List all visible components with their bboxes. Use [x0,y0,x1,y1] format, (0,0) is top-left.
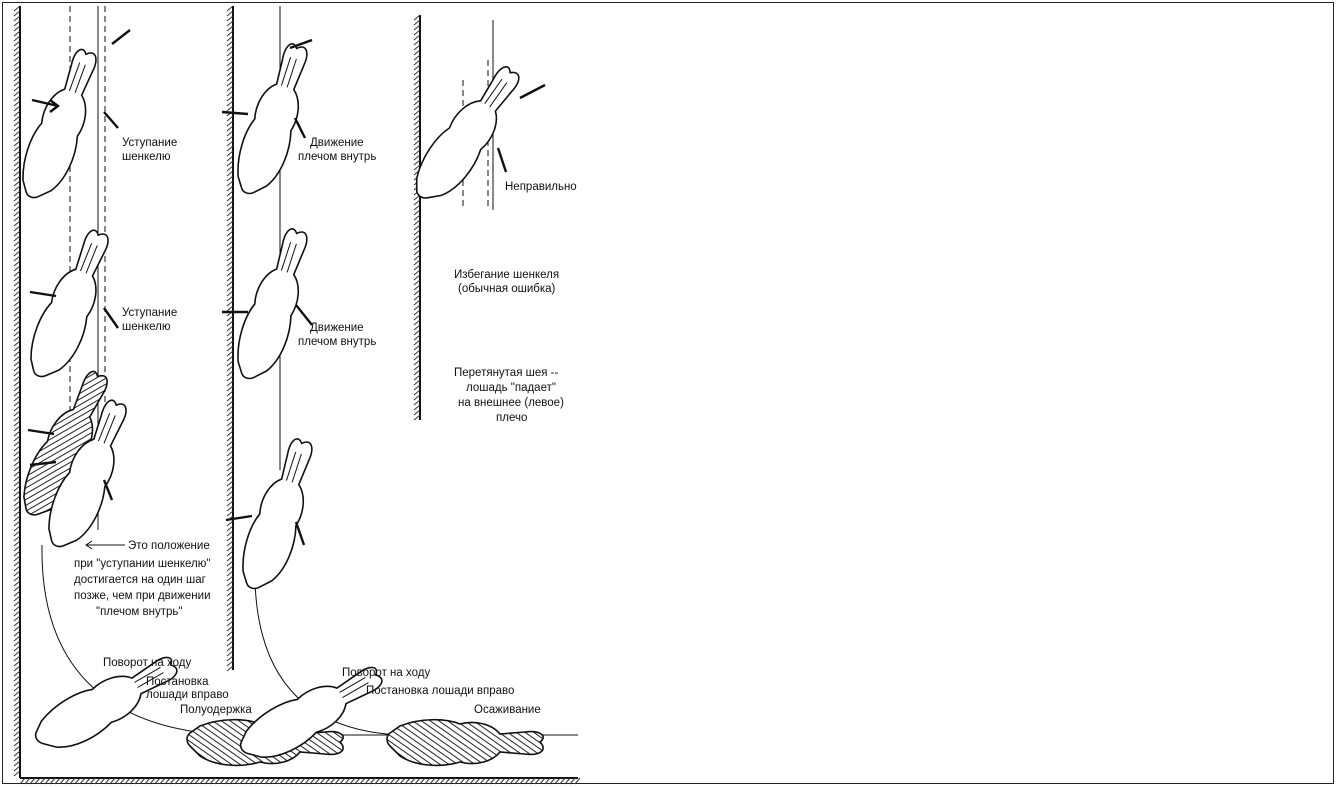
label-text: плечом внутрь [298,151,376,163]
inner-wall-2 [414,15,420,420]
label-text: (обычная ошибка) [458,283,556,295]
label-wrong: Неправильно [505,181,577,193]
label-shoulder-in-1: Движение плечом внутрь [298,137,376,163]
inner-wall-1 [227,6,233,671]
label-text: Это положение [128,540,210,552]
label-text: Поворот на ходу [342,667,430,679]
horse-bottom-2 [387,720,543,766]
label-text: Постановка лошади вправо [366,685,514,697]
bottom-wall [20,778,580,784]
dressage-diagram: Уступание шенкелю Уступание шенкелю Движ… [0,0,600,787]
label-text: Неправильно [505,181,577,193]
label-text: при "уступании шенкелю" [74,558,210,570]
horse-turning [233,434,325,597]
label-text: Избегание шенкеля [454,269,559,281]
label-text: шенкелю [122,321,171,333]
horse-yield-1 [13,44,109,206]
label-text: Перетянутая шея -- [454,367,558,379]
label-text: на внешнее (левое) [458,397,564,409]
label-yield-1: Уступание шенкелю [122,137,177,163]
label-text: плечом внутрь [298,336,376,348]
label-evade: Избегание шенкеля (обычная ошибка) [454,269,559,295]
label-position-note: Это положение при "уступании шенкелю" до… [74,540,211,618]
label-text: лошадь "падает" [466,382,556,394]
label-text: достигается на один шаг [74,574,206,586]
label-text: Движение [310,322,364,334]
label-shoulder-in-2: Движение плечом внутрь [298,322,376,348]
label-text: позже, чем при движении [74,590,211,602]
left-wall [14,6,20,778]
label-neck: Перетянутая шея -- лошадь "падает" на вн… [454,367,564,424]
label-text: Полуодержка [180,704,252,716]
label-text: шенкелю [122,151,171,163]
label-text: лошади вправо [146,689,229,701]
horse-shoulder-in-1 [228,39,320,202]
label-text: "плечом внутрь" [96,606,182,618]
label-text: Поворот на ходу [103,657,191,669]
label-text: Движение [310,137,364,149]
label-right-sequence: Поворот на ходу Постановка лошади вправо… [342,667,541,716]
label-text: Осаживание [474,704,541,716]
label-text: Постановка [146,676,209,688]
label-text: плечо [496,412,527,424]
label-text: Уступание [122,137,177,149]
horse-shoulder-in-2 [228,224,320,387]
horse-yield-2 [20,224,121,386]
label-text: Уступание [122,307,177,319]
label-yield-2: Уступание шенкелю [122,307,177,333]
